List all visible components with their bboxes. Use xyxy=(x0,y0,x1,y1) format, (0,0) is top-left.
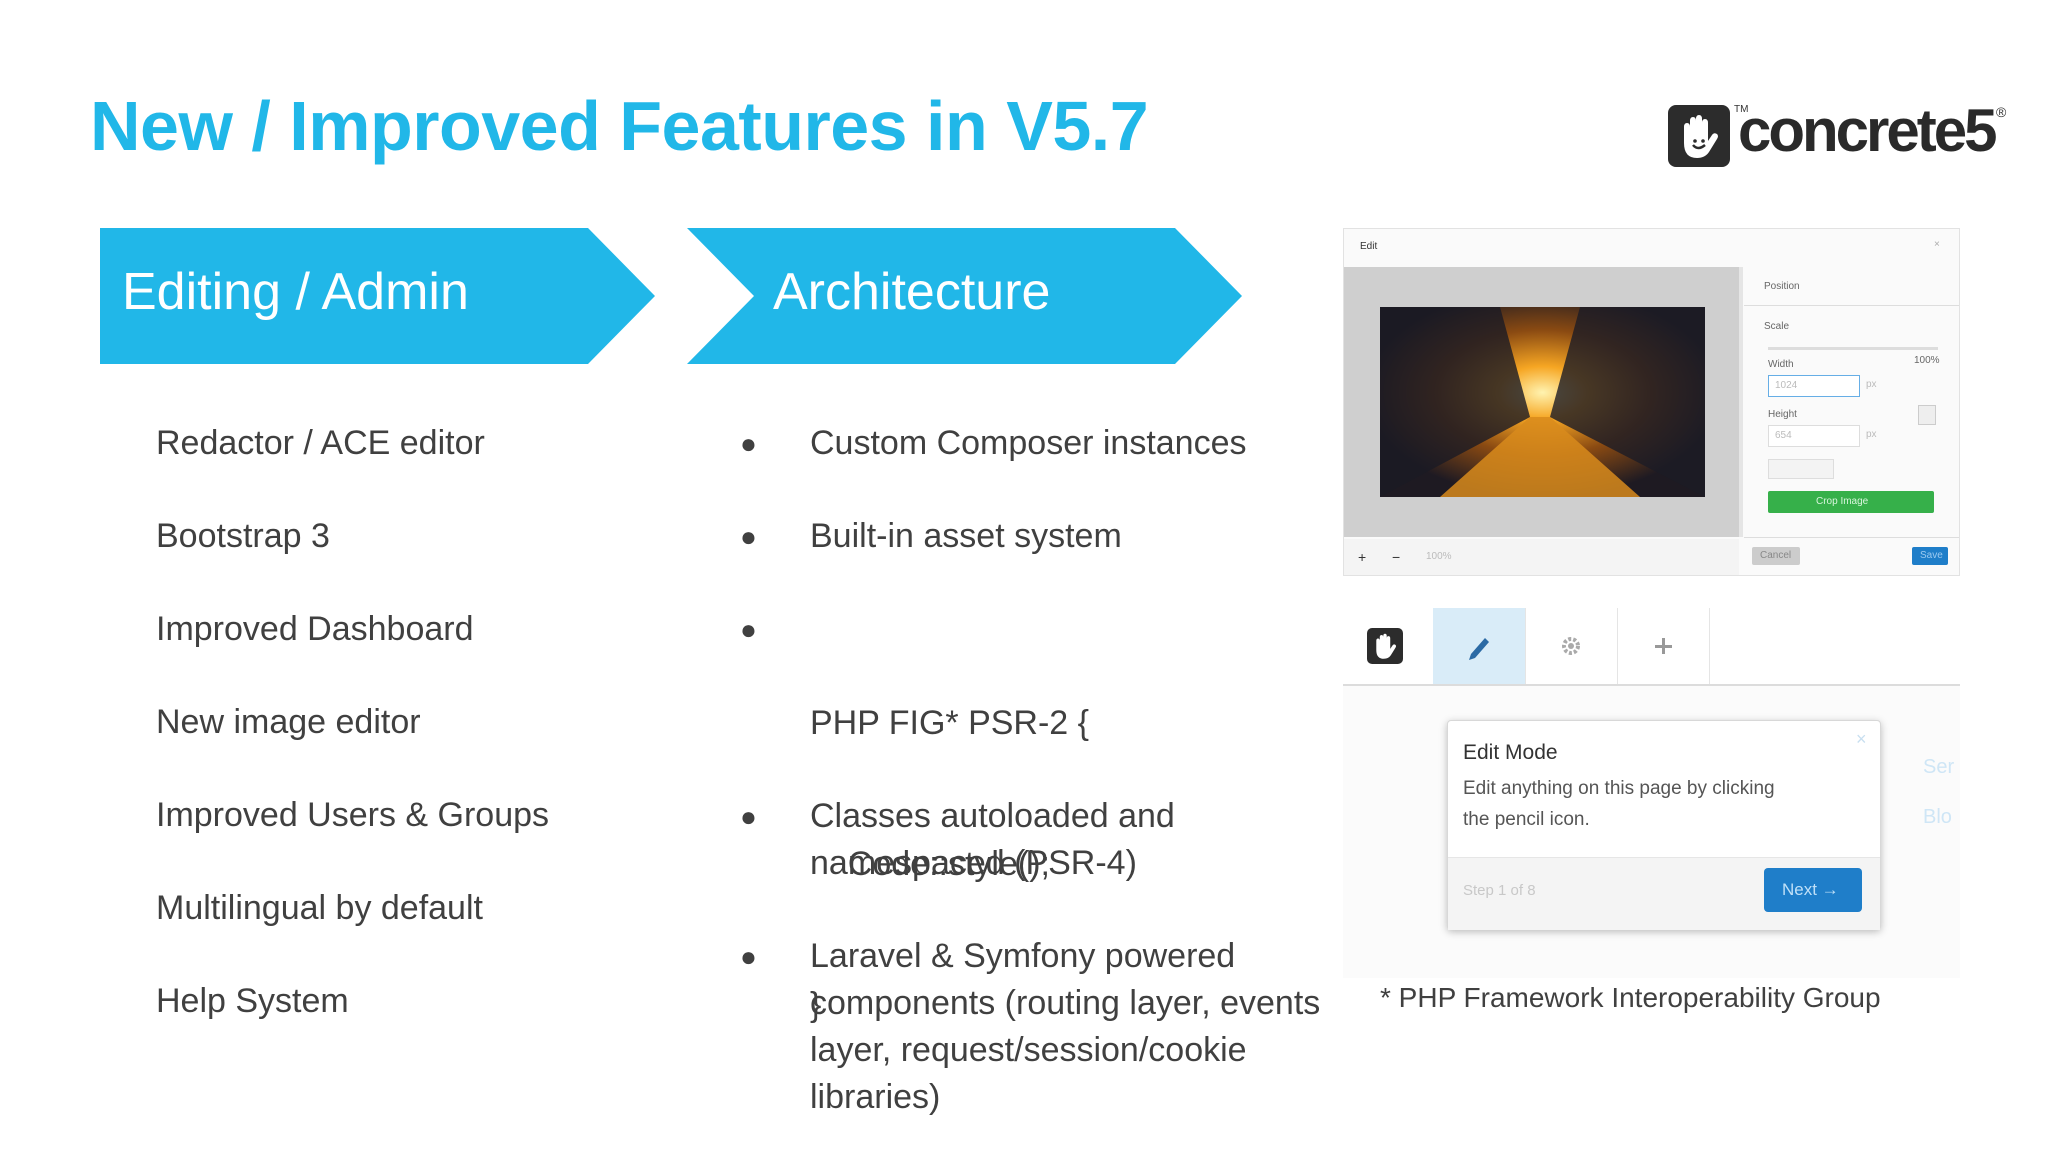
width-label: Width xyxy=(1768,359,1794,370)
popover-body: Edit anything on this page by clicking t… xyxy=(1463,773,1775,835)
scale-value: 100% xyxy=(1914,355,1940,366)
width-unit: px xyxy=(1866,379,1877,390)
height-field[interactable]: 654 xyxy=(1768,425,1860,447)
popover-body-line: the pencil icon. xyxy=(1463,809,1590,830)
list-item-line: Classes autoloaded and xyxy=(810,797,1175,835)
list-item-line: Built-in asset system xyxy=(810,517,1122,555)
plus-icon[interactable] xyxy=(1617,608,1709,684)
popover-body-line: Edit anything on this page by clicking xyxy=(1463,778,1775,799)
edit-toolbar xyxy=(1343,608,1960,686)
bullet-icon: ● xyxy=(740,521,757,552)
scale-label: Scale xyxy=(1764,321,1790,332)
list-item: Laravel & Symfony powered components (ro… xyxy=(810,933,1320,1121)
list-item: Redactor / ACE editor xyxy=(156,424,485,462)
save-button[interactable]: Save xyxy=(1912,547,1948,565)
list-item: Improved Dashboard xyxy=(156,610,474,648)
tab-position[interactable]: Position xyxy=(1764,281,1800,292)
image-editor-screenshot: Edit × Position Scale 100% Width 1024 px… xyxy=(1343,228,1960,576)
editing-admin-banner: Editing / Admin xyxy=(100,228,655,364)
step-counter: Step 1 of 8 xyxy=(1463,882,1536,899)
list-item-line: layer, request/session/cookie xyxy=(810,1031,1247,1069)
bullet-icon: ● xyxy=(740,428,757,459)
window-title: Edit xyxy=(1360,241,1378,252)
side-link: Blo xyxy=(1923,806,1952,828)
list-item: Multilingual by default xyxy=(156,889,483,927)
list-item-line: Laravel & Symfony powered xyxy=(810,937,1236,975)
help-system-screenshot: Edit Mode × Edit anything on this page b… xyxy=(1343,608,1960,978)
logo-wordmark: concrete5 xyxy=(1738,97,1997,164)
list-item-line: PHP FIG* PSR-2 { xyxy=(810,704,1090,742)
list-item-line: components (routing layer, events xyxy=(810,984,1321,1022)
bullet-icon: ● xyxy=(740,801,757,832)
concrete5-logo-icon[interactable] xyxy=(1367,628,1403,664)
hand-logo-icon xyxy=(1668,105,1730,167)
side-link: Ser xyxy=(1923,756,1955,778)
registered-mark: ® xyxy=(1996,104,2007,120)
list-item-line: Custom Composer instances xyxy=(810,424,1247,462)
footnote: * PHP Framework Interoperability Group xyxy=(1380,982,1881,1013)
height-unit: px xyxy=(1866,429,1877,440)
pencil-icon[interactable] xyxy=(1433,608,1525,684)
lock-ratio-icon[interactable] xyxy=(1918,405,1936,425)
scale-slider[interactable] xyxy=(1768,347,1938,350)
concrete5-logo: TM concrete5 ® xyxy=(1668,97,2013,172)
architecture-banner: Architecture xyxy=(687,228,1242,364)
architecture-heading: Architecture xyxy=(773,263,1051,321)
list-item: PHP FIG* PSR-2 { Code::style(); } xyxy=(810,606,1089,1076)
list-item: New image editor xyxy=(156,703,421,741)
street-sunset-image xyxy=(1380,307,1705,497)
help-popover: Edit Mode × Edit anything on this page b… xyxy=(1447,720,1881,930)
cancel-button[interactable]: Cancel xyxy=(1752,547,1800,565)
height-label: Height xyxy=(1768,409,1797,420)
zoom-in-button[interactable]: + xyxy=(1358,549,1367,565)
close-icon[interactable]: × xyxy=(1934,239,1940,250)
next-button[interactable]: Next → xyxy=(1764,868,1862,912)
list-item: Built-in asset system xyxy=(810,513,1122,560)
page-title: New / Improved Features in V5.7 xyxy=(90,87,1149,165)
zoom-toolbar: + − 100% xyxy=(1344,539,1739,575)
bullet-icon: ● xyxy=(740,614,757,645)
width-field[interactable]: 1024 xyxy=(1768,375,1860,397)
crop-image-button[interactable]: Crop Image xyxy=(1768,491,1934,513)
list-item: Bootstrap 3 xyxy=(156,517,330,555)
zoom-value: 100% xyxy=(1426,551,1452,562)
list-item: Classes autoloaded and namespaced (PSR-4… xyxy=(810,793,1175,887)
list-item: Help System xyxy=(156,982,349,1020)
popover-footer: Step 1 of 8 Next → xyxy=(1448,857,1880,930)
close-icon[interactable]: × xyxy=(1856,729,1867,749)
rotate-flip-buttons[interactable] xyxy=(1768,459,1834,479)
popover-title: Edit Mode xyxy=(1463,741,1558,764)
list-item-line: libraries) xyxy=(810,1078,941,1116)
list-item: Custom Composer instances xyxy=(810,420,1247,467)
list-item-line: Code::style(); xyxy=(810,845,1050,883)
list-item: Improved Users & Groups xyxy=(156,796,550,834)
bullet-icon: ● xyxy=(740,941,757,972)
zoom-out-button[interactable]: − xyxy=(1392,549,1401,565)
canvas-area xyxy=(1344,267,1739,537)
trademark-mark: TM xyxy=(1734,104,1749,115)
editing-admin-heading: Editing / Admin xyxy=(122,263,469,321)
list-item-line: namespaced (PSR-4) xyxy=(810,844,1137,882)
gear-icon[interactable] xyxy=(1525,608,1617,684)
list-item-line: } xyxy=(810,986,822,1024)
